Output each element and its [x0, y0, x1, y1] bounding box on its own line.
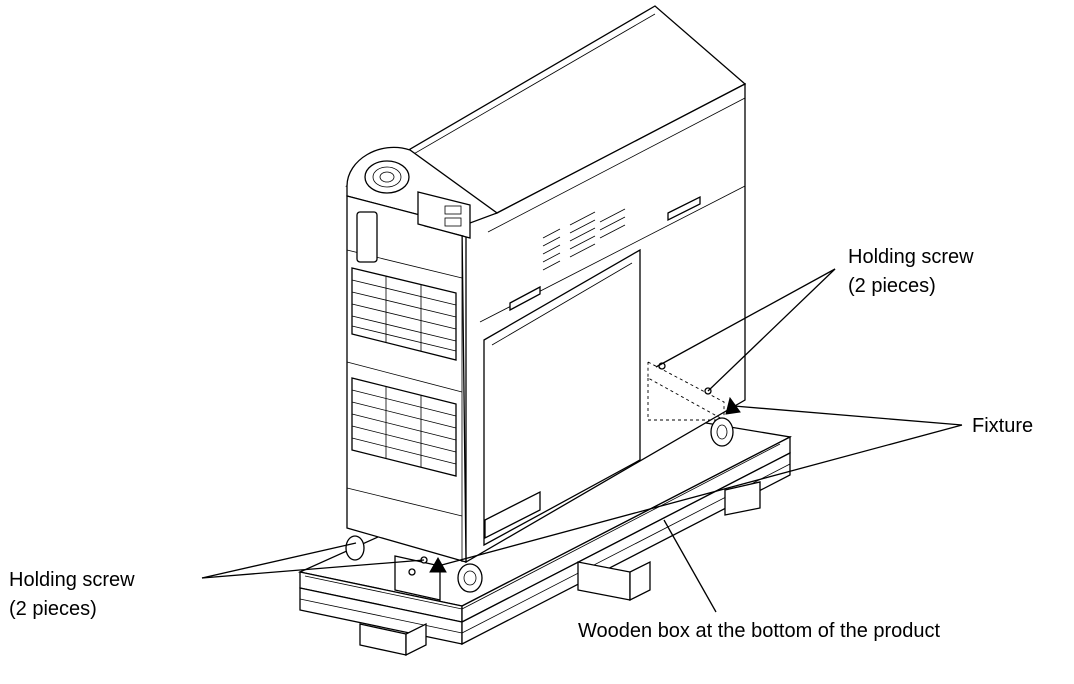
leader-screw-left-2 [201, 559, 425, 579]
casters [345, 417, 734, 593]
callout-holding-screw-right-line1: Holding screw [848, 246, 974, 268]
pallet-block-3 [724, 481, 761, 516]
leader-screw-right-2 [707, 268, 836, 392]
callout-holding-screw-right-line2: (2 pieces) [848, 275, 936, 297]
leader-wooden-box [663, 519, 717, 613]
pallet-block-1-side [405, 622, 427, 657]
caster-front-left [345, 535, 365, 561]
front-grille-lower [351, 377, 457, 477]
leader-fixture-2 [437, 424, 963, 567]
callout-holding-screw-left-line1: Holding screw [9, 569, 135, 591]
side-vents [509, 195, 701, 312]
front-grille-upper [351, 267, 457, 361]
front-handle [356, 211, 378, 263]
pallet-block-2 [577, 561, 631, 601]
side-panel [483, 248, 641, 547]
leader-screw-right-1 [655, 268, 836, 368]
callout-holding-screw-left-line2: (2 pieces) [9, 598, 97, 620]
callout-wooden-box: Wooden box at the bottom of the product [578, 620, 941, 642]
fixture-bracket-left [394, 555, 447, 601]
leader-lines [201, 268, 963, 613]
callout-fixture: Fixture [972, 415, 1033, 437]
pallet-block-2-side [629, 560, 651, 602]
caster-rear [710, 417, 734, 447]
leader-screw-left-1 [201, 542, 357, 579]
leader-fixture-1 [733, 405, 963, 426]
caster-front-right [457, 563, 483, 593]
fill-cap [364, 160, 410, 194]
chiller-unit [345, 5, 747, 564]
control-panel [417, 191, 471, 239]
